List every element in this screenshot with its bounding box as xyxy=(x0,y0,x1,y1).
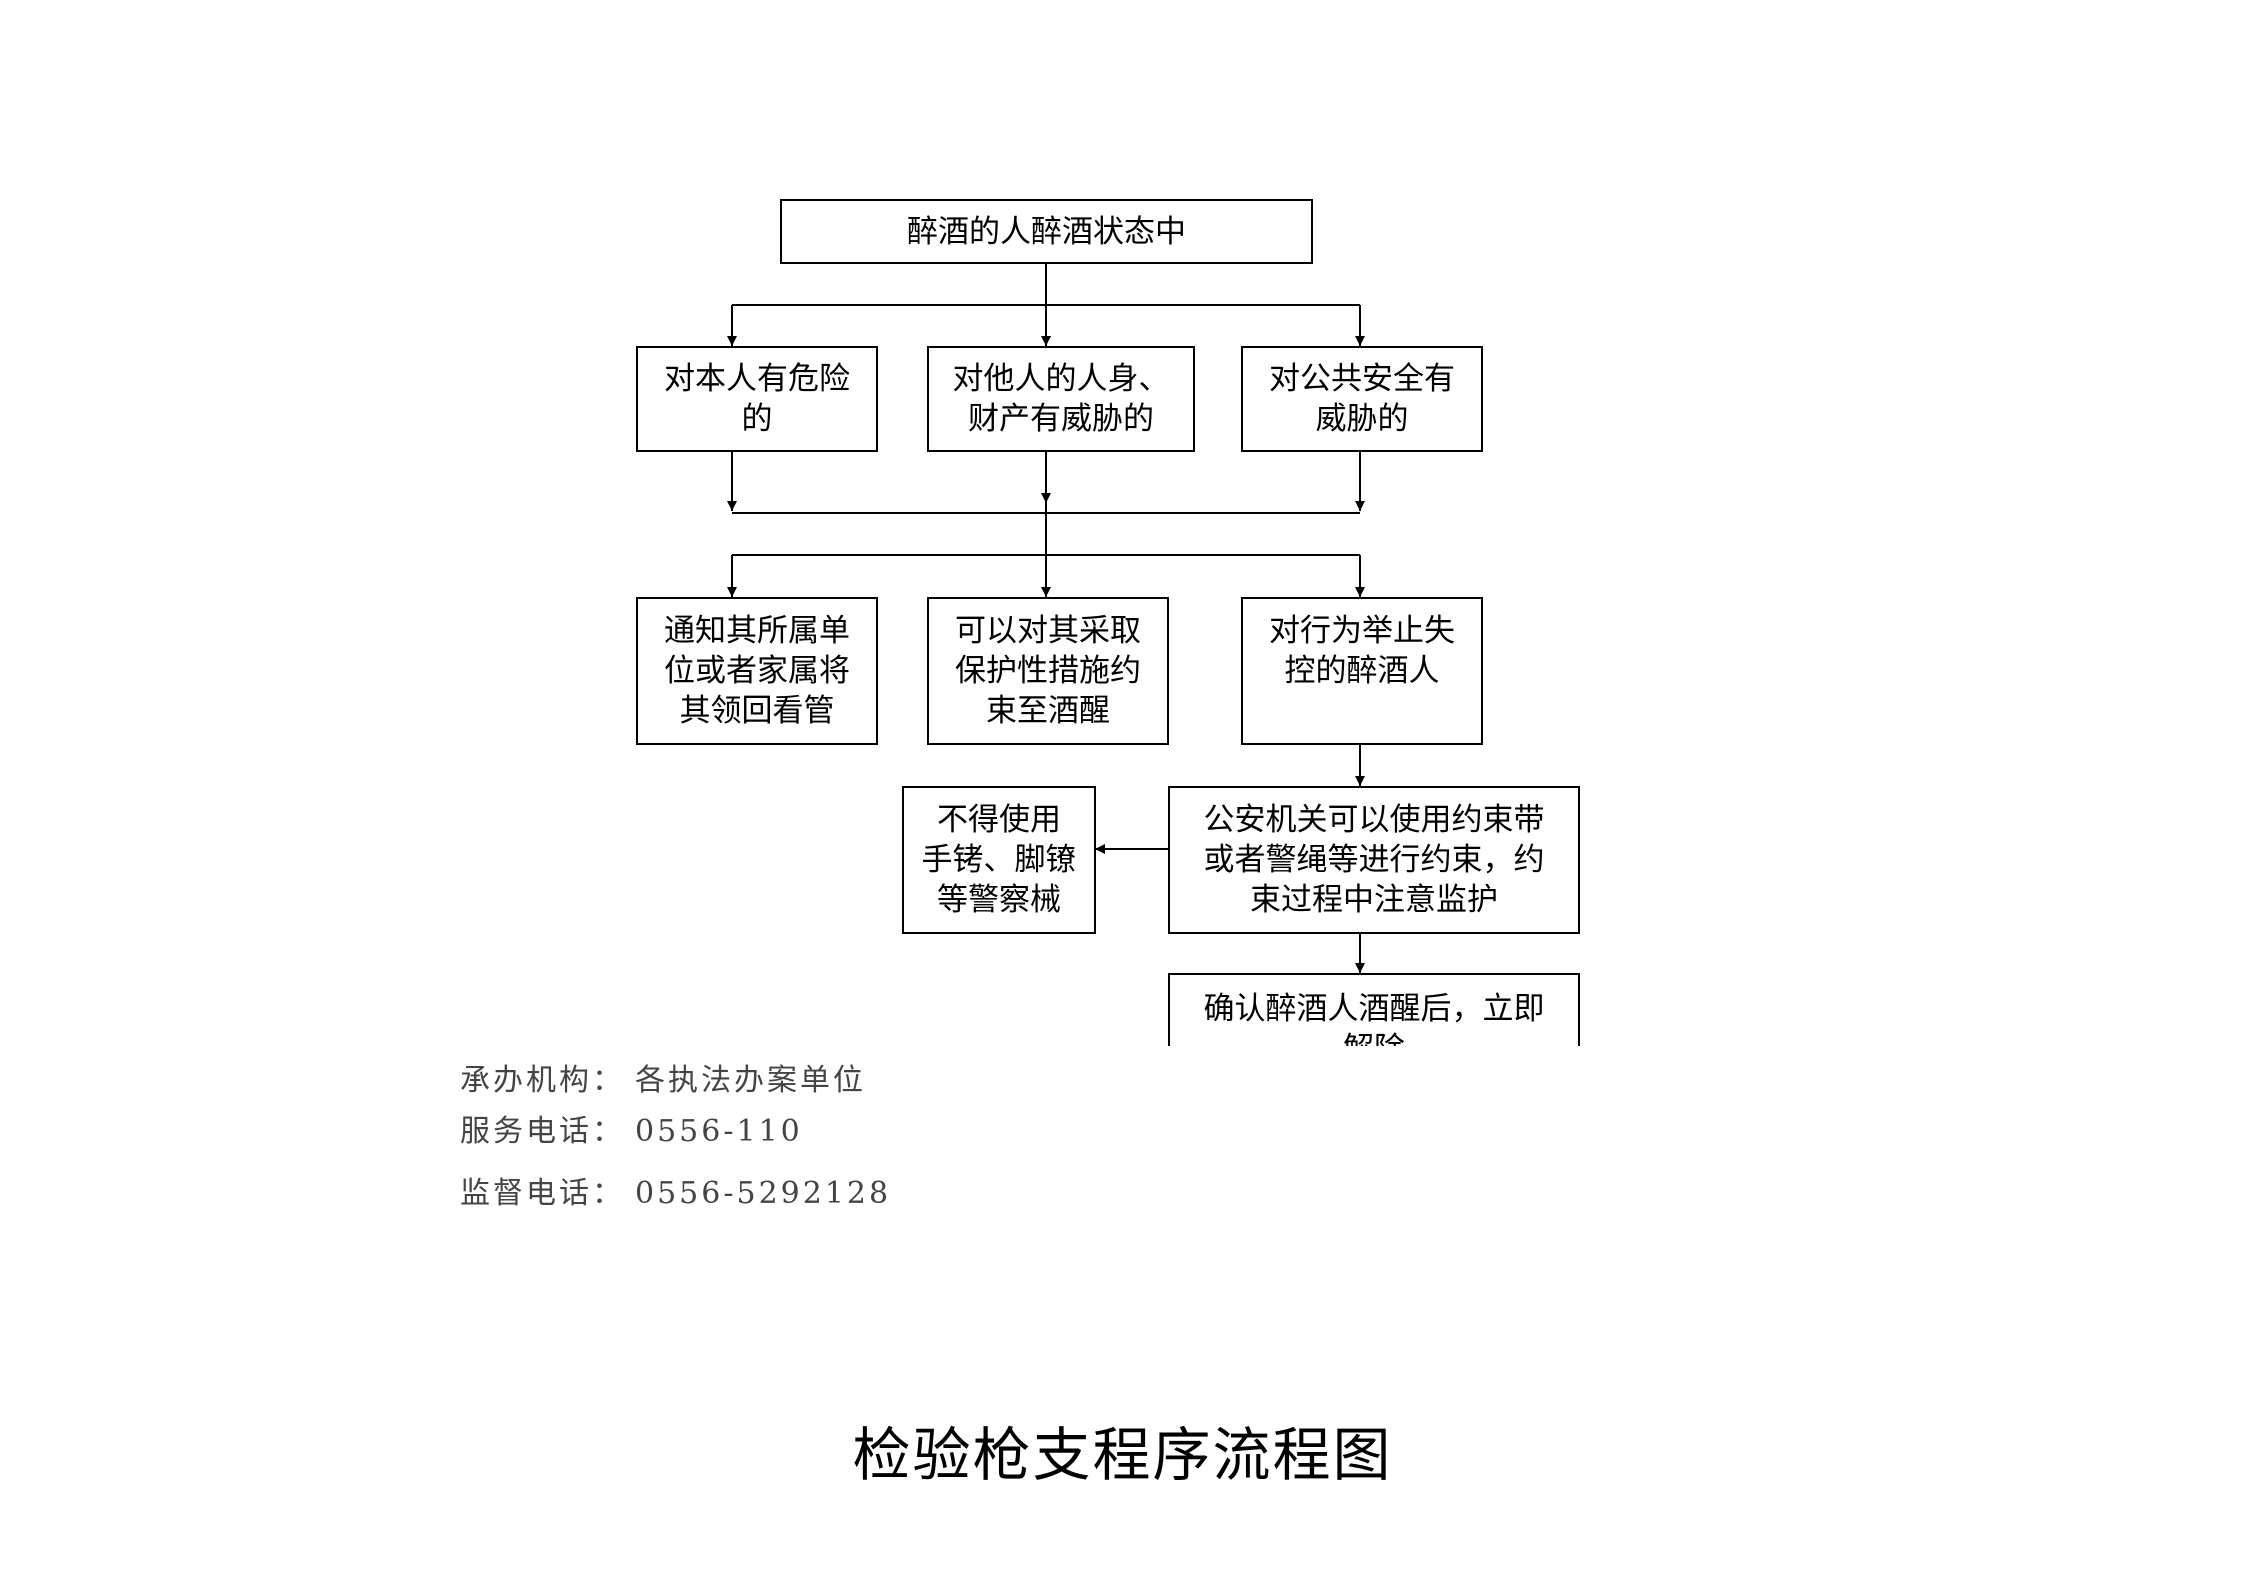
service-phone-line: 服务电话： 0556-110 xyxy=(460,1106,803,1150)
service-phone-label: 服务电话： xyxy=(460,1114,625,1149)
organizer-value: 各执法办案单位 xyxy=(635,1063,866,1098)
node-release: 确认醉酒人酒醒后，立即 解除 xyxy=(1168,973,1580,1046)
supervision-phone-label: 监督电话： xyxy=(460,1176,625,1211)
next-section-title: 检验枪支程序流程图 xyxy=(852,1421,1393,1489)
node-notify-family-label: 通知其所属单 位或者家属将 其领回看管 xyxy=(664,613,850,729)
node-notify-family: 通知其所属单 位或者家属将 其领回看管 xyxy=(636,597,878,745)
node-restraint-label: 公安机关可以使用约束带 或者警绳等进行约束，约 束过程中注意监护 xyxy=(1203,802,1545,918)
node-prohibition-label: 不得使用 手铐、脚镣 等警察械 xyxy=(921,802,1077,918)
node-uncontrolled-drunk: 对行为举止失 控的醉酒人 xyxy=(1241,597,1483,745)
organizer-line: 承办机构： 各执法办案单位 xyxy=(460,1055,866,1099)
node-threat-others-label: 对他人的人身、 财产有威胁的 xyxy=(952,361,1170,437)
node-release-label: 确认醉酒人酒醒后，立即 解除 xyxy=(1203,991,1545,1046)
supervision-phone-value: 0556-5292128 xyxy=(635,1176,892,1211)
node-danger-self-label: 对本人有危险 的 xyxy=(664,361,850,437)
node-drunk-state: 醉酒的人醉酒状态中 xyxy=(780,199,1313,264)
node-drunk-state-label: 醉酒的人醉酒状态中 xyxy=(907,213,1186,250)
node-danger-self: 对本人有危险 的 xyxy=(636,346,878,452)
node-uncontrolled-drunk-label: 对行为举止失 控的醉酒人 xyxy=(1269,613,1455,689)
node-threat-public-label: 对公共安全有 威胁的 xyxy=(1269,361,1455,437)
organizer-label: 承办机构： xyxy=(460,1063,625,1098)
node-protective-measures: 可以对其采取 保护性措施约 束至酒醒 xyxy=(927,597,1169,745)
node-protective-measures-label: 可以对其采取 保护性措施约 束至酒醒 xyxy=(955,613,1141,729)
node-restraint: 公安机关可以使用约束带 或者警绳等进行约束，约 束过程中注意监护 xyxy=(1168,786,1580,934)
supervision-phone-line: 监督电话： 0556-5292128 xyxy=(460,1168,891,1212)
node-release-clip: 确认醉酒人酒醒后，立即 解除 xyxy=(1168,973,1582,1046)
node-prohibition: 不得使用 手铐、脚镣 等警察械 xyxy=(902,786,1096,934)
node-threat-public: 对公共安全有 威胁的 xyxy=(1241,346,1483,452)
node-threat-others: 对他人的人身、 财产有威胁的 xyxy=(927,346,1195,452)
service-phone-value: 0556-110 xyxy=(635,1114,803,1149)
